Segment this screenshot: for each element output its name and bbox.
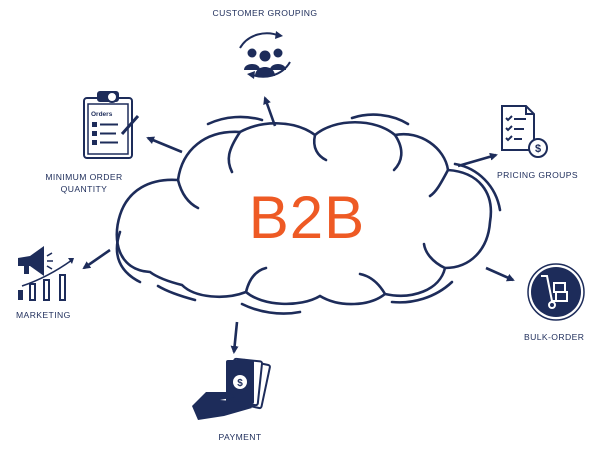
arrow-bulk-order xyxy=(485,266,515,282)
svg-text:$: $ xyxy=(237,378,243,389)
clipboard-checklist-icon: Orders xyxy=(83,91,140,159)
arrow-marketing xyxy=(82,248,111,270)
hand-money-icon: $ xyxy=(192,357,271,420)
marketing-label: MARKETING xyxy=(16,310,71,320)
people-cycle-icon xyxy=(239,31,291,79)
minimum-order-label: MINIMUM ORDER QUANTITY xyxy=(36,172,132,194)
invoice-dollar-icon: $ xyxy=(501,105,548,158)
minimum-order-label-line1: MINIMUM ORDER xyxy=(45,172,123,182)
b2b-title: B2B xyxy=(248,184,366,251)
cloud-shape xyxy=(115,113,502,315)
connector-arrows xyxy=(82,96,515,354)
arrow-pricing-groups xyxy=(457,152,498,168)
svg-text:$: $ xyxy=(535,143,541,155)
bulk-order-label: BULK-ORDER xyxy=(524,332,585,342)
arrow-minimum-order xyxy=(146,136,183,154)
orders-icon-label: Orders xyxy=(91,111,113,118)
hand-truck-icon xyxy=(527,263,585,321)
pricing-groups-label: PRICING GROUPS xyxy=(497,170,579,180)
arrow-customer-grouping xyxy=(263,96,277,127)
minimum-order-label-line2: QUANTITY xyxy=(60,184,108,194)
payment-label: PAYMENT xyxy=(218,432,262,442)
arrow-payment xyxy=(230,321,239,354)
customer-grouping-label: CUSTOMER GROUPING xyxy=(212,8,318,18)
megaphone-chart-icon xyxy=(18,246,74,301)
